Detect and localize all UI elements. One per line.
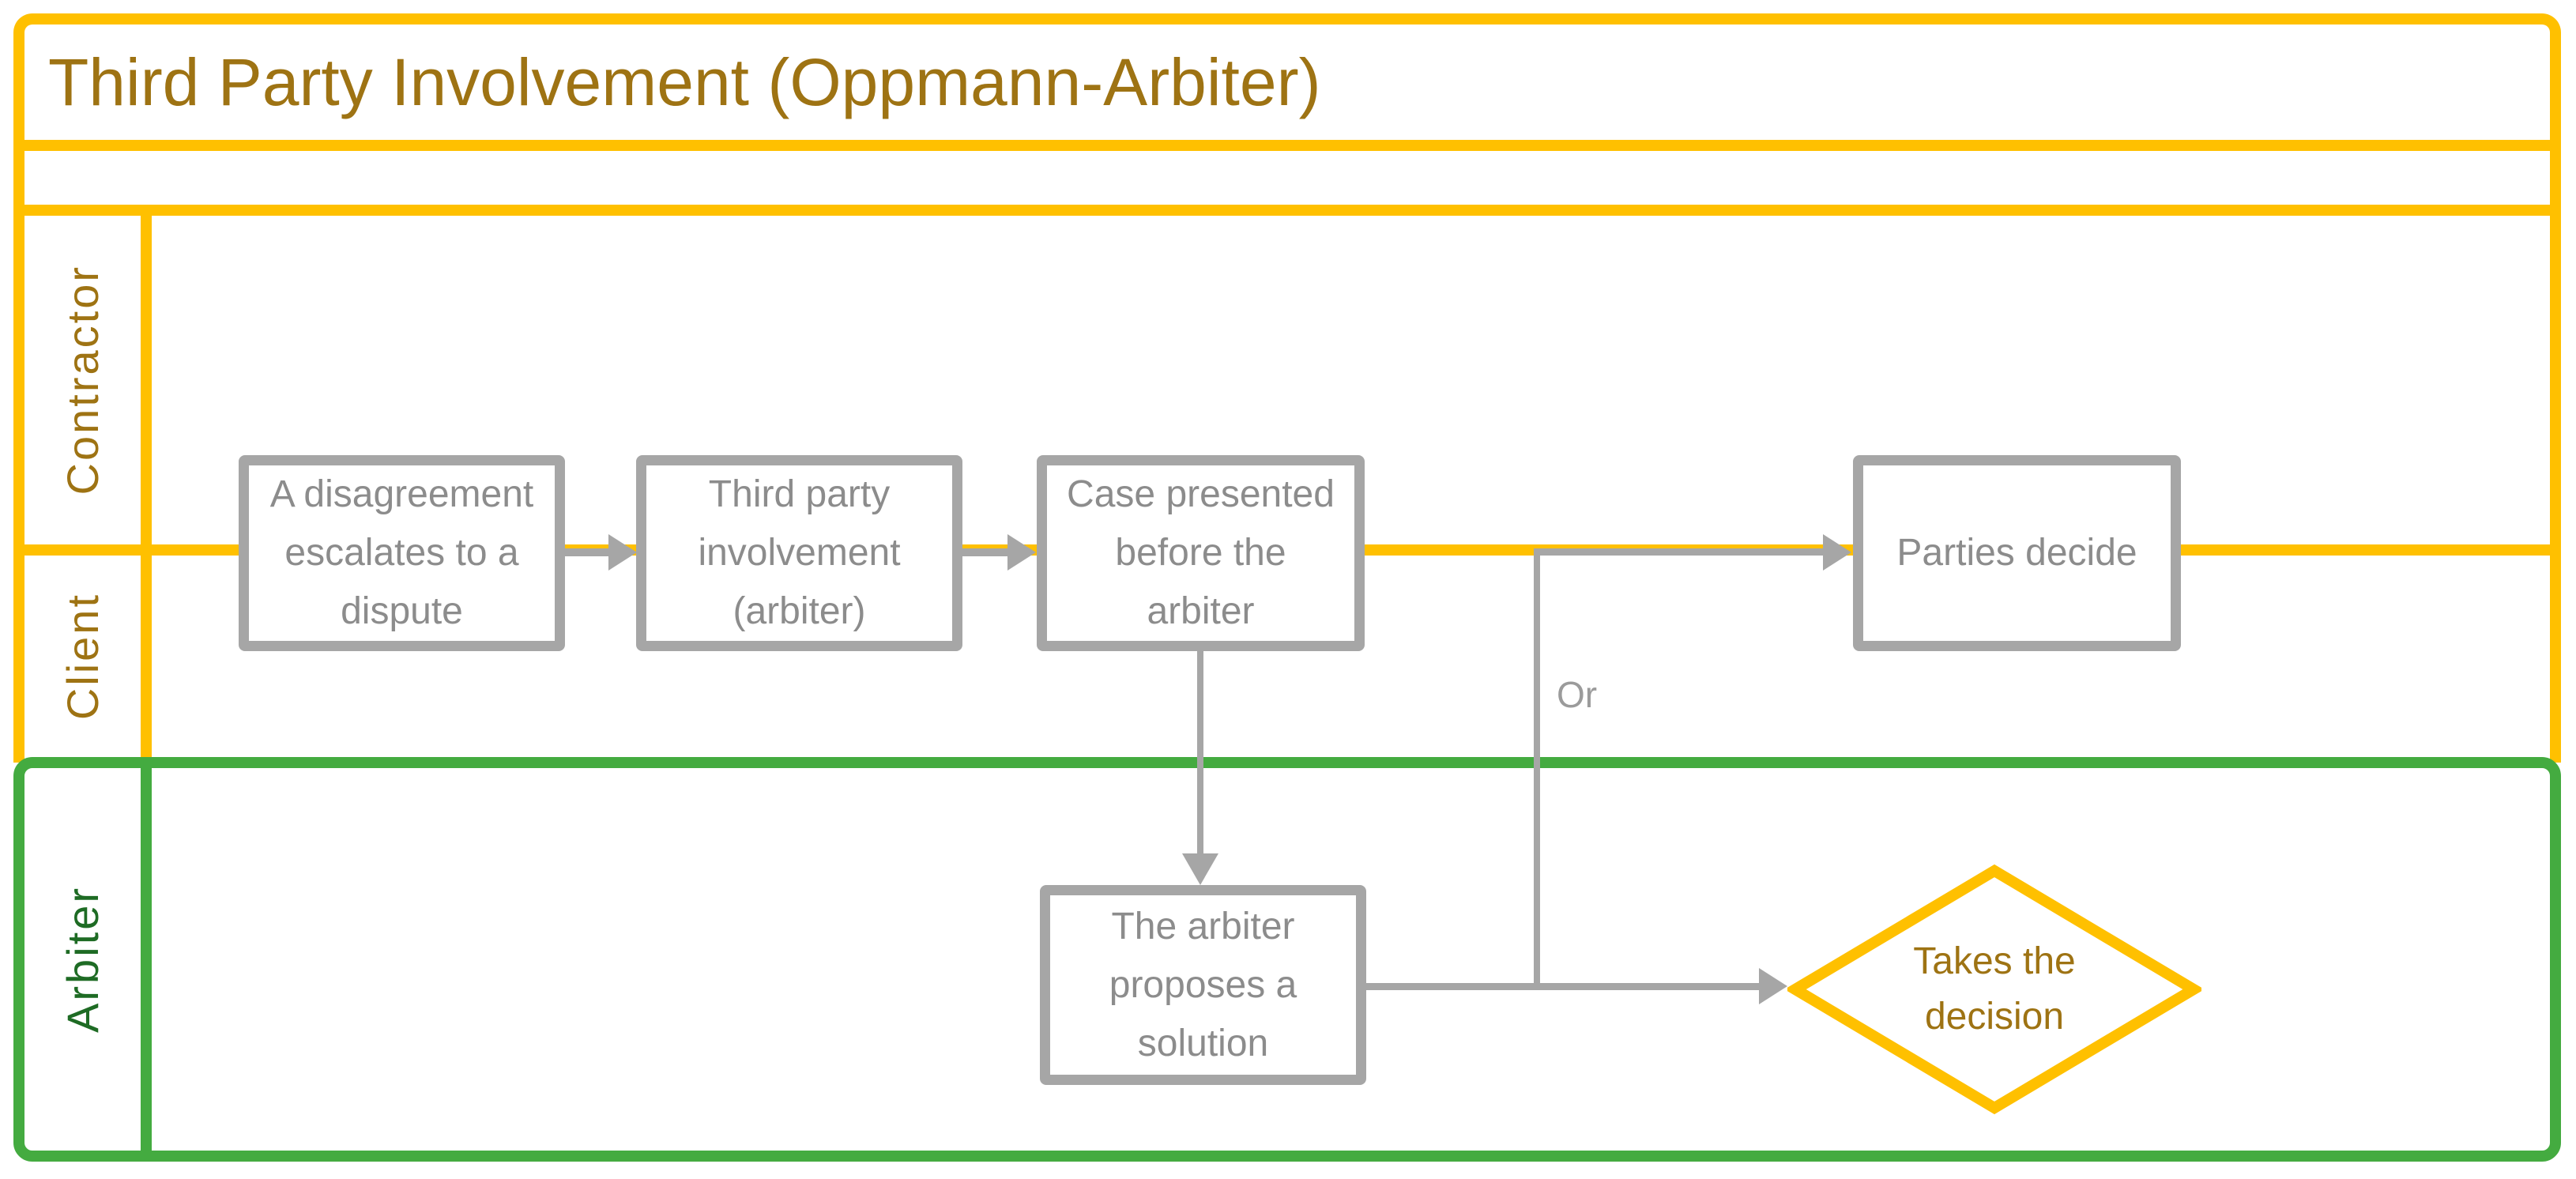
lane-client: Client: [24, 556, 141, 757]
arrowhead-down-icon: [1182, 853, 1218, 885]
process-box-involvement: Third party involvement (arbiter): [636, 455, 962, 651]
arrowhead-right-icon: [1823, 534, 1851, 571]
process-box-case-label: Case presented before the arbiter: [1067, 473, 1335, 632]
connector-involvement-to-case: [958, 548, 1011, 556]
decision-diamond-label: Takes the decision: [1913, 940, 2076, 1038]
connector-or-branch-vertical: [1534, 548, 1540, 990]
or-branch-label: Or: [1557, 674, 1598, 715]
process-box-parties-label: Parties decide: [1896, 532, 2137, 574]
lane-arbiter: Arbiter: [24, 768, 141, 1151]
process-box-proposes-label: The arbiter proposes a solution: [1109, 905, 1297, 1064]
process-box-dispute: A disagreement escalates to a dispute: [239, 455, 565, 651]
title-separator-line: [13, 140, 2561, 151]
process-box-involvement-label: Third party involvement (arbiter): [698, 473, 901, 632]
header-band-line: [13, 205, 2561, 216]
diagram-title: Third Party Involvement (Oppmann-Arbiter…: [48, 44, 1321, 119]
arrowhead-right-icon: [1007, 534, 1036, 571]
title-band: Third Party Involvement (Oppmann-Arbiter…: [24, 24, 2550, 140]
connector-dispute-to-involvement: [561, 548, 612, 556]
lane-contractor-label: Contractor: [58, 265, 107, 495]
connector-case-to-proposes: [1197, 646, 1203, 855]
process-box-case: Case presented before the arbiter: [1037, 455, 1365, 651]
process-box-dispute-label: A disagreement escalates to a dispute: [269, 473, 534, 632]
process-box-parties: Parties decide: [1853, 455, 2181, 651]
arrowhead-right-icon: [1759, 968, 1787, 1004]
connector-proposes-to-decision: [1365, 983, 1762, 990]
arrowhead-right-icon: [608, 534, 637, 571]
diagram-outer-frame: [13, 13, 2561, 763]
lane-arbiter-label: Arbiter: [58, 886, 107, 1033]
process-box-proposes: The arbiter proposes a solution: [1040, 885, 1366, 1085]
arbiter-lane-frame: [13, 757, 2561, 1162]
lane-contractor: Contractor: [24, 216, 141, 544]
label-column-line-gold: [141, 205, 152, 763]
label-column-line-green: [141, 768, 152, 1151]
decision-diamond-shape: [1787, 864, 2201, 1115]
connector-or-branch-to-parties: [1534, 548, 1825, 556]
lane-client-label: Client: [58, 592, 107, 721]
decision-diamond: Takes the decision: [1787, 863, 2201, 1116]
